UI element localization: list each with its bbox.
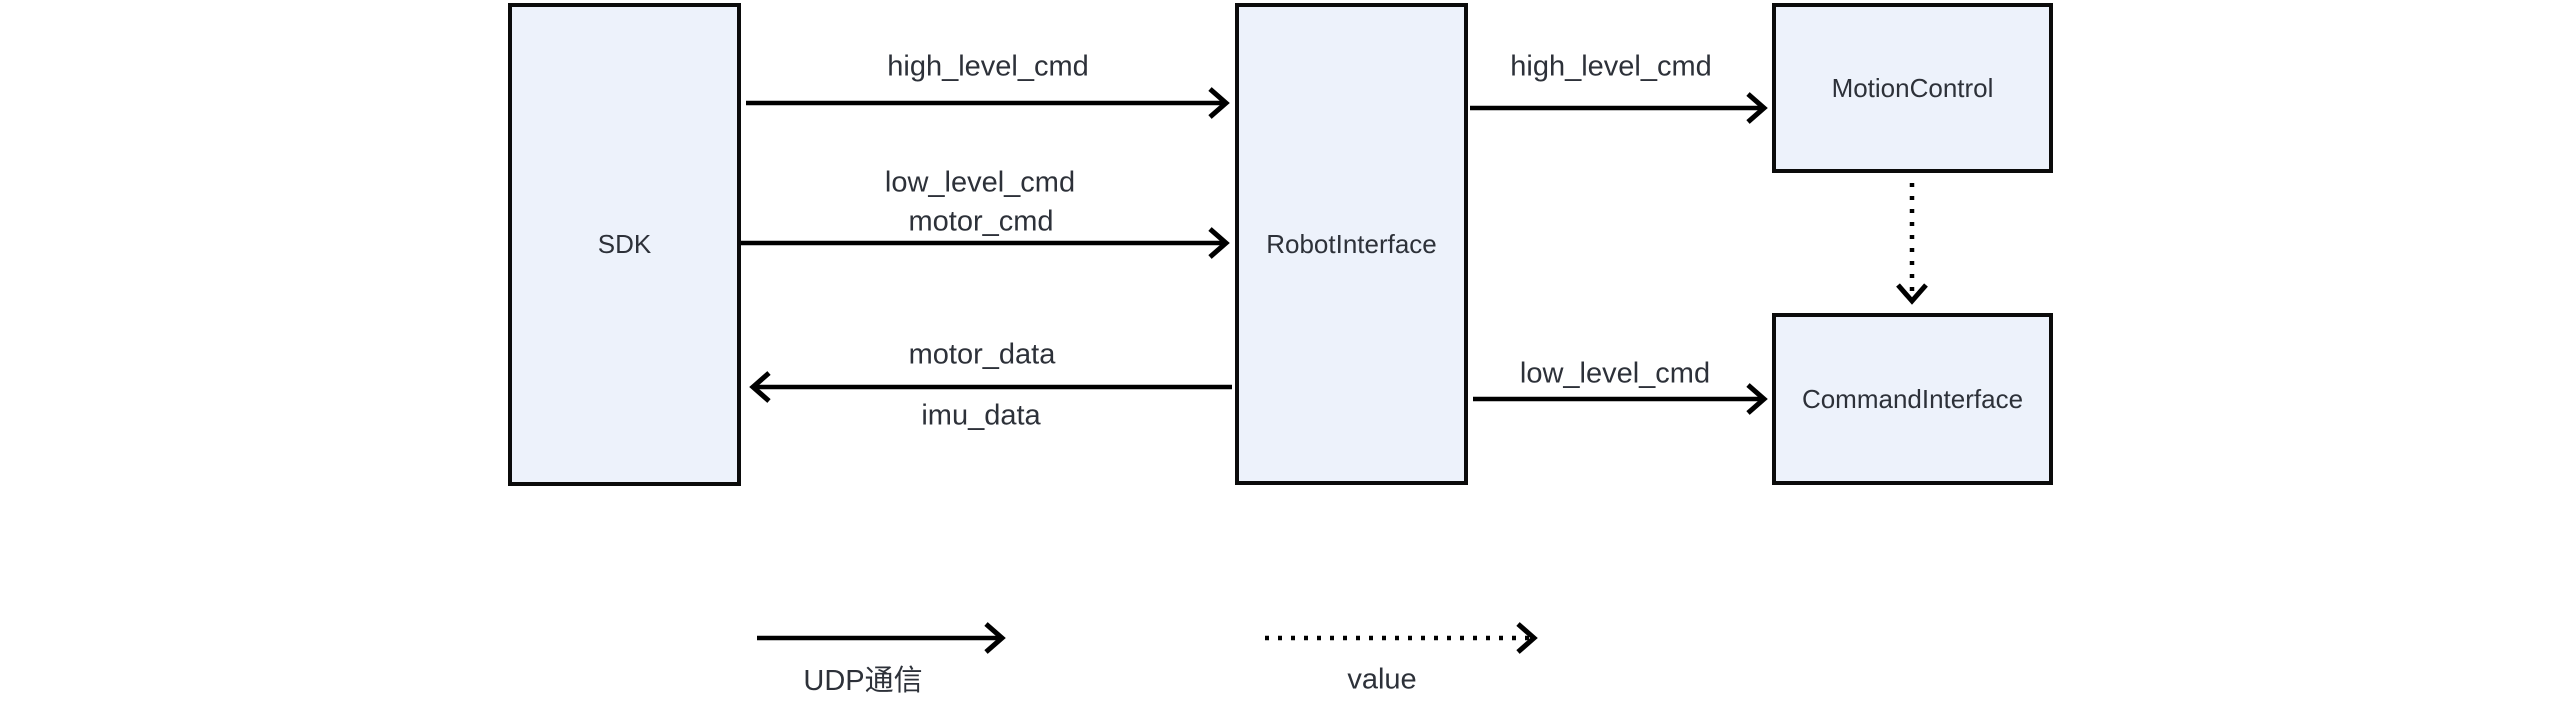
edge-label-high-level-cmd-right: high_level_cmd	[1510, 50, 1712, 83]
edge-label-high-level-cmd-left: high_level_cmd	[887, 50, 1089, 83]
node-motion-control: MotionControl	[1772, 3, 2053, 173]
edge-label-motor-cmd: motor_cmd	[908, 205, 1054, 238]
edge-label-imu-data: imu_data	[921, 399, 1041, 432]
edge-label-motor-data: motor_data	[908, 338, 1056, 371]
node-motion-control-label: MotionControl	[1831, 72, 1994, 103]
node-command-interface-label: CommandInterface	[1801, 383, 2024, 414]
edge-label-low-level-cmd-right: low_level_cmd	[1519, 357, 1711, 390]
legend-label-value: value	[1347, 663, 1417, 696]
edge-label-low-level-cmd-left: low_level_cmd	[884, 166, 1076, 199]
legend-label-udp: UDP通信	[803, 665, 923, 697]
node-sdk-label: SDK	[597, 229, 652, 259]
node-sdk: SDK	[508, 3, 741, 486]
node-robot-interface-label: RobotInterface	[1266, 228, 1437, 259]
node-robot-interface: RobotInterface	[1235, 3, 1468, 485]
node-command-interface: CommandInterface	[1772, 313, 2053, 485]
